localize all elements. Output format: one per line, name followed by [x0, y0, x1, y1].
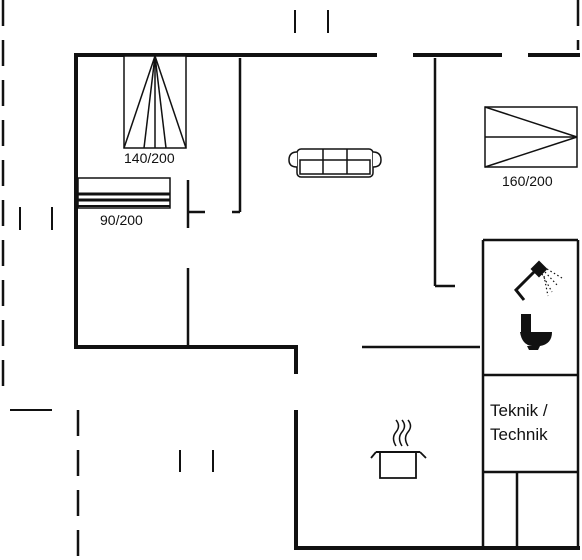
bed-90-label: 90/200 [100, 212, 143, 228]
bed-140-label: 140/200 [124, 150, 175, 166]
interior-walls [186, 58, 580, 548]
cooking-pot-icon [370, 419, 427, 479]
exterior-walls [74, 53, 580, 550]
bed-icon [123, 55, 187, 149]
technik-label-de: Technik [490, 425, 548, 444]
bed-160-label: 160/200 [502, 173, 553, 189]
technik-label-da: Teknik / [490, 401, 548, 420]
single-bed-icon [77, 177, 171, 209]
bed-right-icon [484, 106, 578, 168]
toilet-icon [520, 314, 552, 350]
exterior-ticks [10, 10, 329, 472]
shower-icon [513, 260, 563, 301]
sofa-icon [288, 148, 382, 178]
